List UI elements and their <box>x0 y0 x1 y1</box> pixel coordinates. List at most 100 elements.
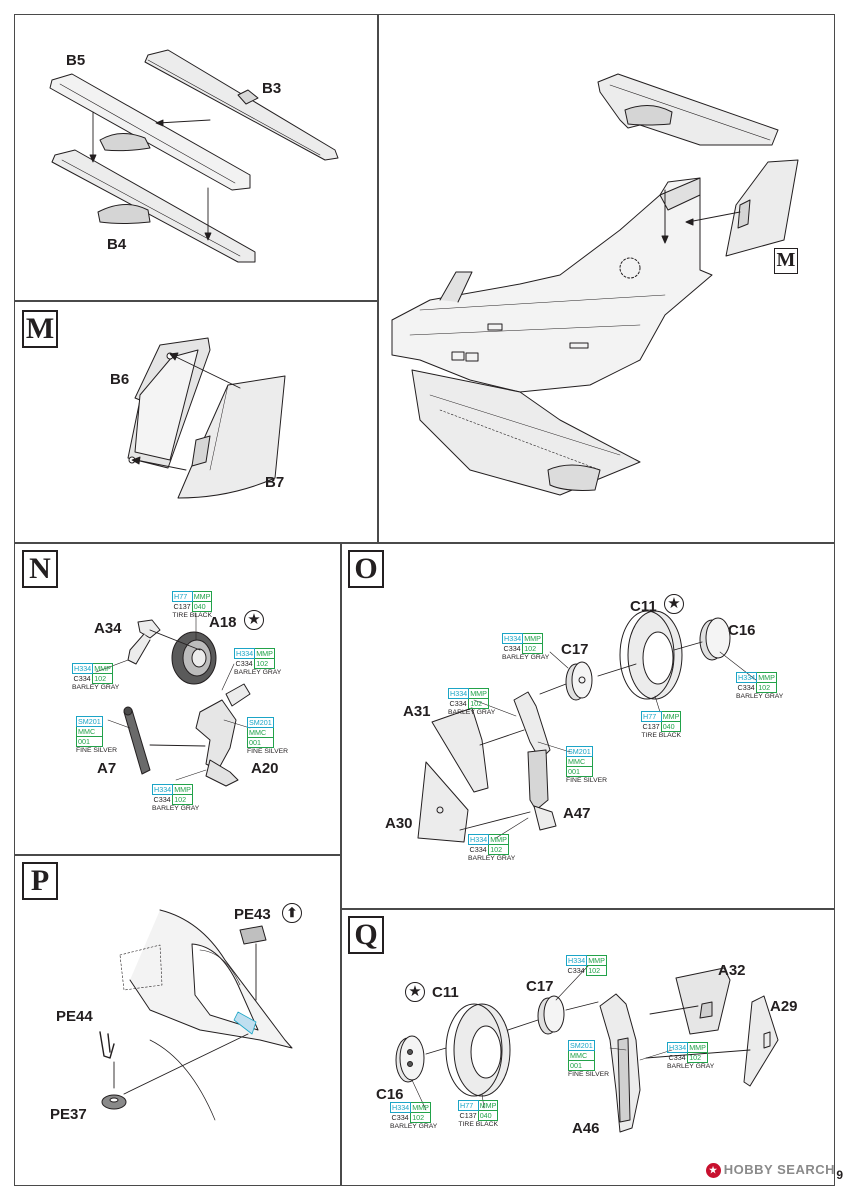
hobby-code: H334 <box>233 648 256 659</box>
hobby-code: H334 <box>501 633 524 644</box>
sm-code: SM201 <box>76 716 103 727</box>
part-label-a32: A32 <box>718 962 746 979</box>
hub-c16-q <box>395 1035 425 1083</box>
paint-name: TIRE BLACK <box>172 612 213 619</box>
mr-color-code: C334 <box>449 699 467 709</box>
door-a30 <box>417 761 469 843</box>
rudder-b7 <box>177 375 286 499</box>
part-label-b4: B4 <box>107 236 127 253</box>
panel-step-q <box>340 908 835 1186</box>
sm-code: SM201 <box>247 717 274 728</box>
leg-a47 <box>513 691 557 831</box>
hub-c16-o <box>699 617 731 661</box>
paint-callout-fine-silver-q: SM201 MMC 001 FINE SILVER <box>568 1040 609 1079</box>
stabilizer-b4 <box>51 149 256 263</box>
mr-color-code: C137 <box>459 1111 477 1121</box>
mr-color-code: C334 <box>737 683 755 693</box>
mmp-code: 102 <box>687 1052 708 1063</box>
part-label-pe43: PE43 <box>234 906 271 923</box>
stabilizer-b5 <box>49 73 251 191</box>
mmp-code: 102 <box>92 673 113 684</box>
mmp-head: MMP <box>477 1100 499 1111</box>
paint-name: BARLEY GRAY <box>152 805 200 812</box>
rudder-b6 <box>127 337 211 469</box>
part-label-a34: A34 <box>94 620 122 637</box>
mmp-code: 102 <box>172 794 193 805</box>
paint-callout-fine-silver-o: SM201 MMC 001 FINE SILVER <box>566 746 607 785</box>
hobby-code: H334 <box>467 834 490 845</box>
part-label-c11-q: C11 <box>432 984 459 1001</box>
watermark-text: HOBBY SEARCH <box>723 1161 835 1177</box>
step-m-marker: M <box>22 310 58 348</box>
mmp-code: 102 <box>468 698 489 709</box>
cement-icon-c11-o: ★ <box>664 594 684 614</box>
mmp-head: MMP <box>660 711 682 722</box>
mmp-code: 040 <box>660 721 682 732</box>
hobby-code: H334 <box>71 663 94 674</box>
hub-c17-o <box>565 661 593 701</box>
paint-name: BARLEY GRAY <box>736 693 784 700</box>
leg-a46 <box>599 993 641 1133</box>
step-p-marker: P <box>22 862 58 900</box>
part-label-a20: A20 <box>251 760 279 777</box>
mmp-head: MMP <box>410 1102 431 1113</box>
part-label-pe44: PE44 <box>56 1008 93 1025</box>
wheel-c11-q <box>445 1003 511 1097</box>
mr-color-code: C334 <box>73 674 91 684</box>
part-label-a30: A30 <box>385 815 413 832</box>
mmc-head: MMC <box>566 756 593 767</box>
mmp-head: MMP <box>172 784 193 795</box>
hub-c17-q <box>537 995 565 1035</box>
mr-color-code: C334 <box>503 644 521 654</box>
hobby-code: H77 <box>172 591 193 602</box>
mr-color-code: C137 <box>173 602 191 612</box>
mr-color-code: C334 <box>235 659 253 669</box>
panel-step-m-rudder <box>14 300 379 544</box>
wheel-c11-o <box>619 610 683 700</box>
panel-step-o <box>340 542 835 910</box>
mmp-code: 102 <box>488 844 509 855</box>
mmc-code: 001 <box>76 736 103 747</box>
assembly-arrows-1 <box>89 111 212 241</box>
panel-tail-planes <box>14 14 379 302</box>
paint-name: BARLEY GRAY <box>448 709 496 716</box>
mmp-head: MMP <box>756 672 777 683</box>
leg-a20 <box>149 683 251 787</box>
part-label-b6: B6 <box>110 371 130 388</box>
mr-color-code: C334 <box>391 1113 409 1123</box>
part-label-pe37: PE37 <box>50 1106 87 1123</box>
mmc-head: MMC <box>247 727 274 738</box>
mmp-head: MMP <box>586 955 607 966</box>
hobby-code: H334 <box>735 672 758 683</box>
part-label-b7: B7 <box>265 474 285 491</box>
door-a32 <box>675 967 731 1035</box>
paint-name: BARLEY GRAY <box>234 669 282 676</box>
stabilizer-b3 <box>144 49 339 161</box>
mmp-code: 102 <box>756 682 777 693</box>
step-n-marker: N <box>22 550 58 588</box>
paint-name: FINE SILVER <box>76 747 118 754</box>
cement-icon-a18: ★ <box>244 610 264 630</box>
direction-icon-pe43: ⬆ <box>282 903 302 923</box>
sm-code: SM201 <box>568 1040 595 1051</box>
mmp-code: 040 <box>477 1110 499 1121</box>
mmc-code: 001 <box>566 766 593 777</box>
fuselage <box>391 177 741 496</box>
hobby-code: H334 <box>565 955 588 966</box>
mmp-head: MMP <box>468 688 489 699</box>
tail-rudder <box>725 159 799 257</box>
mmp-code: 102 <box>410 1112 431 1123</box>
hobby-code: H77 <box>458 1100 479 1111</box>
part-label-c11-o: C11 <box>630 598 657 615</box>
mr-color-code: C334 <box>668 1053 686 1063</box>
